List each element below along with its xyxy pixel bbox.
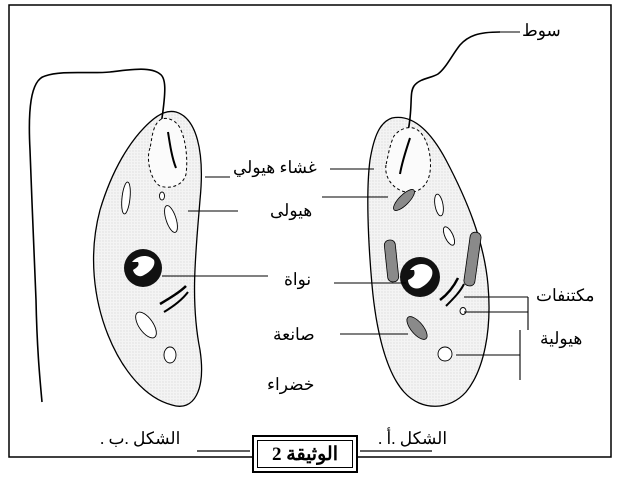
caption-figure-b: الشكل .ب . — [100, 429, 181, 448]
cell-a-paramylon — [445, 283, 465, 307]
label-cytoplasm: هيولى — [270, 201, 313, 220]
cell-a-chloroplast — [383, 239, 400, 283]
cell-b-nucleus-chromatin — [132, 256, 155, 277]
cell-b-inclusion — [163, 346, 177, 364]
leader-lines — [162, 31, 529, 380]
cell-b-reservoir-line — [167, 131, 177, 169]
cell-a-paramylon — [439, 277, 460, 301]
cell-b-paramylon — [163, 291, 189, 313]
label-inclusions-2: هيولية — [540, 329, 583, 348]
label-flagellum: سوط — [522, 21, 561, 40]
cell-b-inclusion — [164, 205, 178, 233]
cell-b-inclusion — [135, 311, 157, 339]
cell-b — [28, 68, 203, 407]
cell-a-chloroplast — [463, 231, 482, 287]
cell-a-chloroplast — [393, 189, 415, 211]
cell-a-inclusion — [442, 226, 456, 246]
cell-a-flagellum — [397, 31, 501, 176]
cell-a-nucleus-chromatin — [408, 264, 433, 289]
cell-a-reservoir-line — [399, 137, 411, 175]
cell-a — [367, 31, 501, 407]
cell-b-inclusion — [121, 181, 131, 215]
label-plasma-membrane: غشاء هيولي — [233, 158, 317, 177]
label-inclusions-1: مكتنفات — [536, 286, 595, 305]
cell-a-inclusion — [434, 193, 444, 217]
cell-a-inclusion — [437, 346, 453, 362]
document-title: الوثيقة 2 — [272, 443, 338, 465]
label-chloroplast-1: صانعة — [273, 325, 315, 344]
label-chloroplast-2: خضراء — [267, 375, 315, 394]
cell-b-flagellum — [28, 68, 166, 403]
cell-b-reservoir — [147, 117, 188, 188]
caption-figure-a: الشكل .أ . — [378, 429, 448, 448]
cell-b-paramylon — [159, 285, 187, 306]
cell-a-reservoir — [385, 127, 431, 193]
document-label-box: الوثيقة 2 — [252, 435, 358, 473]
cell-a-chloroplast — [406, 316, 428, 340]
cell-a-inclusion — [459, 307, 467, 315]
cell-b-inclusion — [159, 191, 165, 201]
label-nucleus: نواة — [284, 270, 312, 289]
